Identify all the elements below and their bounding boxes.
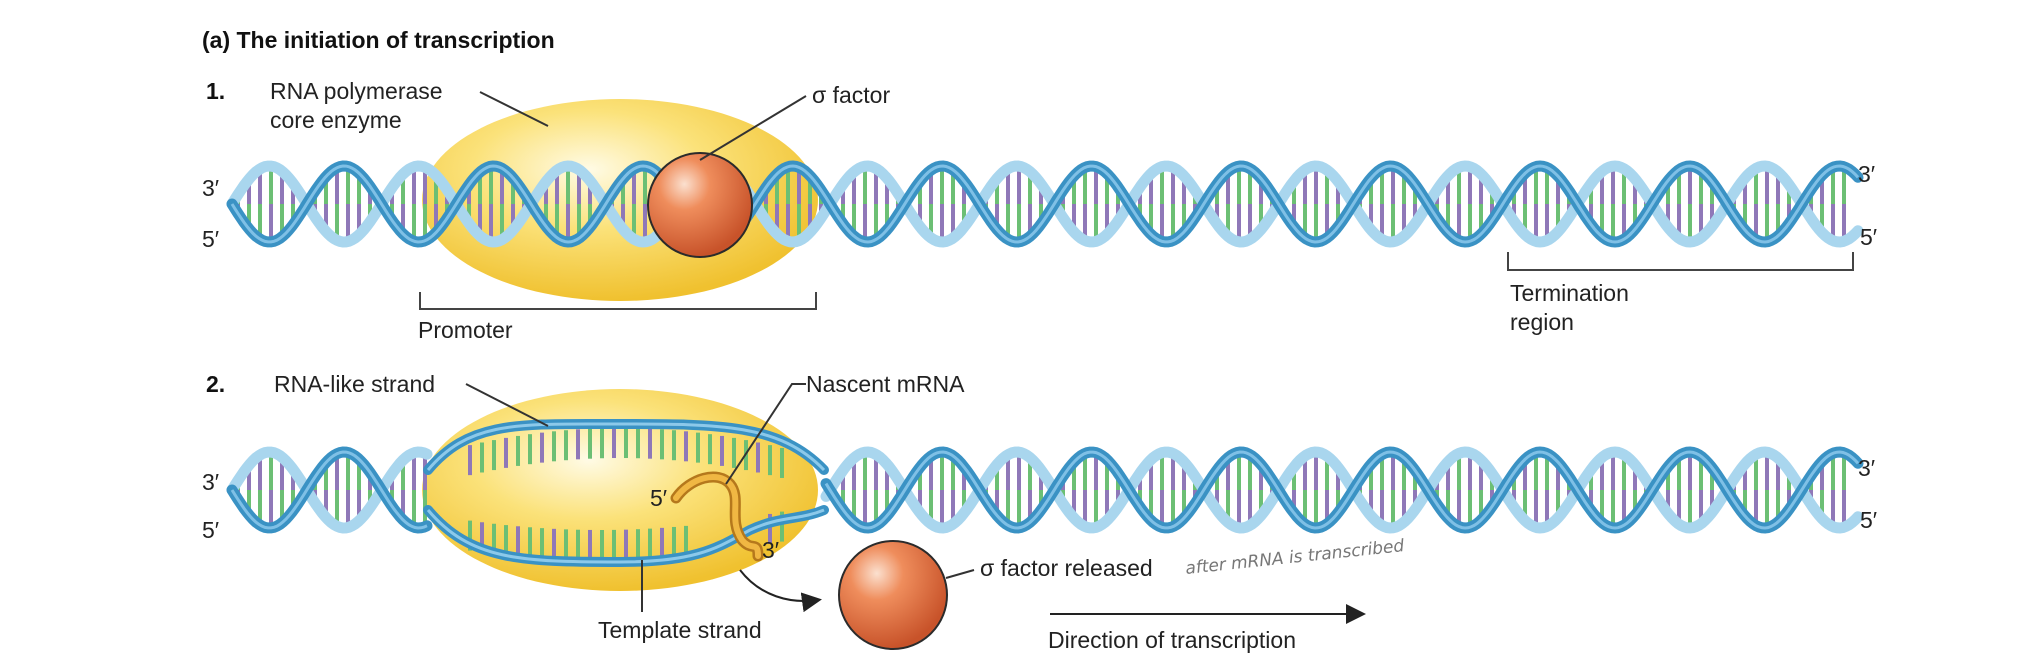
step1-left-3prime: 3′ — [202, 175, 219, 201]
rna-like-strand-label: RNA-like strand — [274, 371, 435, 397]
termination-region-bracket — [1507, 252, 1854, 271]
step2-right-3prime: 3′ — [1858, 455, 1875, 481]
step1-left-5prime: 5′ — [202, 226, 219, 252]
step2-right-5prime: 5′ — [1860, 507, 1877, 533]
mrna-3prime-label: 3′ — [762, 537, 779, 563]
rna-polymerase-open-complex — [422, 389, 818, 591]
nascent-mrna-label: Nascent mRNA — [806, 371, 965, 397]
termination-label-line1: Termination — [1510, 280, 1629, 306]
step-1-number: 1. — [206, 78, 225, 104]
sigma-released-leader-line — [945, 569, 975, 579]
step2-left-5prime: 5′ — [202, 517, 219, 543]
rna-like-strand-highlight — [426, 422, 826, 472]
template-strand-highlight — [426, 508, 825, 564]
step1-right-5prime: 5′ — [1860, 224, 1877, 250]
handwritten-note: after mRNA is transcribed — [1184, 536, 1405, 579]
dna-double-helix-2 — [226, 446, 1864, 534]
rna-polymerase-label-line2: core enzyme — [270, 107, 402, 133]
mrna-5prime-label: 5′ — [650, 485, 667, 511]
figure-title: (a) The initiation of transcription — [202, 27, 555, 53]
step-2-group — [226, 389, 1864, 591]
rna-like-leader-line — [465, 383, 549, 427]
promoter-bracket — [419, 292, 817, 310]
step1-right-3prime: 3′ — [1858, 161, 1875, 187]
sigma-leader-line — [699, 95, 807, 161]
dna-double-helix-1 — [226, 160, 1864, 248]
polymerase-leader-line — [479, 91, 549, 127]
dna-strand-front-highlight — [230, 450, 1860, 530]
sigma-release-arrow — [739, 569, 822, 613]
dna-strand-front-highlight — [230, 164, 1860, 244]
sigma-factor-label: σ factor — [812, 82, 890, 108]
step-2-number: 2. — [206, 371, 225, 397]
promoter-label: Promoter — [418, 317, 513, 343]
direction-of-transcription-label: Direction of transcription — [1048, 627, 1296, 653]
template-strand-label: Template strand — [598, 617, 762, 643]
rna-polymerase-label-line1: RNA polymerase — [270, 78, 443, 104]
nascent-mrna-leader-line — [725, 383, 806, 485]
sigma-released-label: σ factor released — [980, 555, 1153, 581]
transcription-bubble — [423, 418, 829, 568]
sigma-factor — [647, 152, 753, 258]
dna-strand-back — [226, 446, 1864, 534]
step2-left-3prime: 3′ — [202, 469, 219, 495]
nascent-mrna-strand-highlight — [673, 473, 761, 559]
released-sigma-factor — [838, 540, 948, 650]
dna-strand-back — [226, 160, 1864, 248]
termination-label-line2: region — [1510, 309, 1574, 335]
